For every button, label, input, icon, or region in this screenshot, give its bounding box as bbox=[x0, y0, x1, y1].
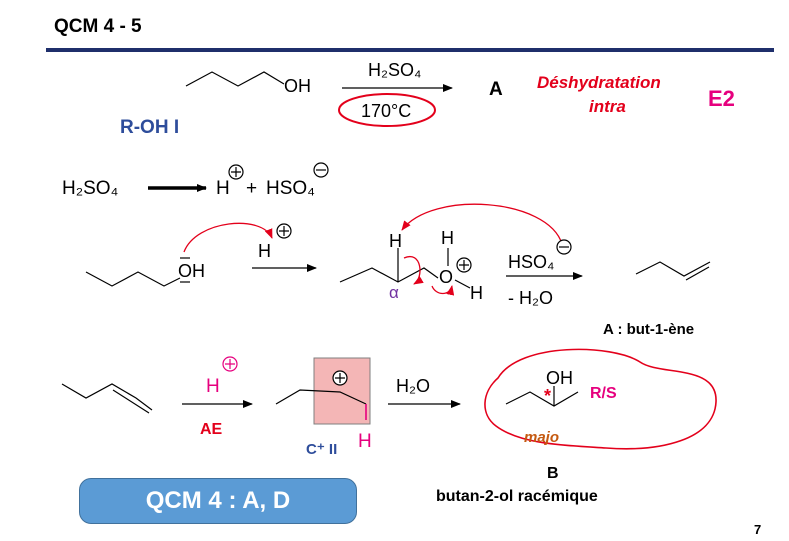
sulfuric-acid-label: H₂SO₄ bbox=[62, 178, 119, 199]
curved-arrow-leaving bbox=[431, 285, 455, 296]
plus-sign-icon-5 bbox=[335, 373, 345, 383]
product-b-label: B bbox=[547, 465, 559, 482]
butene-label: A : but-1-ène bbox=[603, 321, 694, 338]
page-number: 7 bbox=[754, 522, 762, 537]
h-oxonium-label: H bbox=[470, 283, 483, 303]
oh-label-2: OH bbox=[178, 261, 205, 281]
page-title: QCM 4 - 5 bbox=[54, 16, 142, 37]
butanol-skeleton-3 bbox=[505, 391, 579, 407]
proton-label: H bbox=[216, 178, 230, 199]
addition-label: AE bbox=[200, 421, 223, 438]
oh-label-3: OH bbox=[546, 368, 573, 388]
plus-sign-icon-4 bbox=[225, 359, 235, 369]
alcohol-class-label: R-OH I bbox=[120, 117, 179, 138]
butene-skeleton-2 bbox=[61, 383, 153, 411]
plus-sign-icon bbox=[231, 167, 241, 177]
h-top-label-2: H bbox=[441, 228, 454, 248]
base-label: HSO₄ bbox=[508, 252, 554, 272]
proton-label-3: H bbox=[206, 376, 220, 397]
plus-sign-icon-3 bbox=[459, 260, 469, 270]
oh-label: OH bbox=[284, 76, 311, 96]
oh-bond-right bbox=[454, 279, 471, 289]
curved-arrow-elimination bbox=[403, 255, 424, 285]
temperature-circle bbox=[338, 93, 436, 127]
reagent-label: H₂SO₄ bbox=[368, 60, 421, 80]
stereocenter-star: * bbox=[544, 386, 551, 406]
double-bond-line bbox=[685, 266, 710, 281]
product-a-label: A bbox=[489, 79, 503, 100]
carbocation-class-label: C⁺ II bbox=[306, 441, 337, 458]
mechanism-type-label: E2 bbox=[708, 86, 735, 111]
mechanism-label-2: intra bbox=[589, 97, 626, 116]
o-label: O bbox=[439, 267, 453, 287]
configuration-label: R/S bbox=[590, 385, 617, 402]
major-product-circle bbox=[484, 348, 717, 450]
curved-arrow-base bbox=[401, 203, 563, 245]
water-label: H₂O bbox=[396, 376, 430, 396]
h-top-label: H bbox=[389, 231, 402, 251]
major-label: majo bbox=[524, 429, 559, 446]
butanol-skeleton-2 bbox=[85, 271, 181, 287]
bisulfate-label: HSO₄ bbox=[266, 178, 315, 199]
plus-label: + bbox=[246, 178, 257, 199]
oxonium-skeleton bbox=[339, 267, 439, 283]
plus-sign-icon-2 bbox=[279, 226, 289, 236]
butanol-skeleton bbox=[185, 71, 285, 87]
mechanism-label: Déshydratation bbox=[537, 73, 661, 92]
alpha-label: α bbox=[389, 283, 399, 302]
product-name-label: butan-2-ol racémique bbox=[436, 488, 598, 505]
title-divider bbox=[46, 48, 774, 52]
temperature-label: 170°C bbox=[361, 101, 411, 121]
proton-label-2: H bbox=[258, 241, 271, 261]
double-bond-line-2 bbox=[112, 389, 150, 414]
water-loss-label: - H₂O bbox=[508, 288, 553, 308]
carbocation-skeleton bbox=[275, 389, 367, 405]
butene-skeleton bbox=[635, 261, 711, 277]
curved-arrow-protonation bbox=[183, 222, 273, 253]
added-h-label: H bbox=[358, 431, 372, 452]
answer-box: QCM 4 : A, D bbox=[79, 478, 357, 524]
